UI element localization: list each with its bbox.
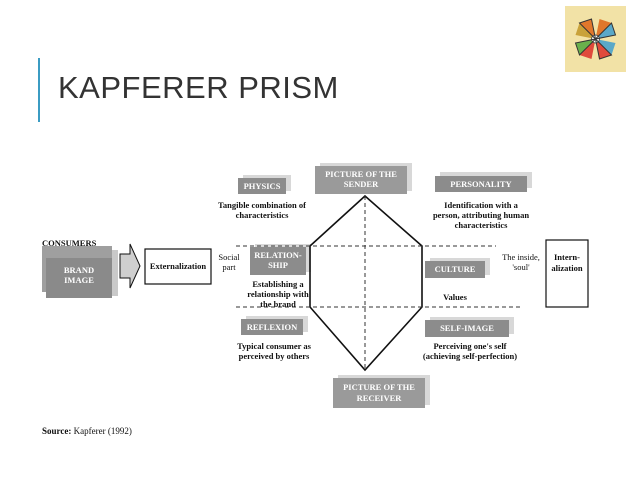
reflexion-label: REFLEXION bbox=[246, 322, 298, 332]
source-text: Kapferer (1992) bbox=[73, 426, 132, 436]
picture-sender-label-line2: SENDER bbox=[343, 179, 379, 189]
relationship-desc-line2: relationship with bbox=[247, 289, 309, 299]
source-label: Source: bbox=[42, 426, 72, 436]
culture-desc: Values bbox=[443, 292, 467, 302]
internalization-line1: Intern- bbox=[554, 252, 580, 262]
brand-image-line1: BRAND bbox=[63, 265, 95, 275]
reflexion-desc-line2: perceived by others bbox=[238, 351, 310, 361]
self-image-desc-line1: Perceiving one's self bbox=[433, 341, 507, 351]
personality-desc-line2: person, attributing human bbox=[432, 210, 530, 220]
consumers-label: CONSUMERS bbox=[42, 238, 97, 248]
picture-receiver-label-line1: PICTURE OF THE bbox=[343, 382, 415, 392]
brand-image-line2: IMAGE bbox=[64, 275, 94, 285]
social-part-line2: part bbox=[222, 262, 236, 272]
accent-bar bbox=[38, 58, 40, 122]
personality-label: PERSONALITY bbox=[450, 179, 512, 189]
source-citation: Source: Kapferer (1992) bbox=[42, 426, 132, 436]
prism-hexagon bbox=[309, 194, 423, 372]
relationship-desc-line3: the brand bbox=[260, 299, 296, 309]
personality-desc-line1: Identification with a bbox=[444, 200, 518, 210]
relationship-desc-line1: Establishing a bbox=[252, 279, 304, 289]
label-boxes bbox=[238, 163, 532, 408]
prism-dashed-lines bbox=[236, 196, 520, 370]
physics-desc-line2: characteristics bbox=[235, 210, 289, 220]
inside-soul-line2: 'soul' bbox=[512, 262, 530, 272]
slide-title: KAPFERER PRISM bbox=[58, 70, 339, 105]
relationship-label-line1: RELATION- bbox=[254, 250, 302, 260]
picture-receiver-label-line2: RECEIVER bbox=[356, 393, 402, 403]
culture-label: CULTURE bbox=[434, 264, 476, 274]
personality-desc-line3: characteristics bbox=[454, 220, 508, 230]
externalization-label: Externalization bbox=[149, 261, 207, 271]
physics-label: PHYSICS bbox=[243, 181, 281, 191]
internalization-box bbox=[545, 239, 589, 308]
self-image-label: SELF-IMAGE bbox=[440, 323, 494, 333]
colorful-pinwheel-logo-icon bbox=[565, 6, 626, 72]
self-image-desc-line2: (achieving self-perfection) bbox=[422, 351, 518, 361]
relationship-label-line2: SHIP bbox=[268, 260, 288, 270]
physics-desc-line1: Tangible combination of bbox=[217, 200, 306, 210]
picture-sender-label-line1: PICTURE OF THE bbox=[325, 169, 397, 179]
externalization-arrow bbox=[119, 243, 141, 289]
consumers-stack bbox=[42, 246, 118, 298]
externalization-box bbox=[144, 248, 212, 285]
inside-soul-line1: The inside, bbox=[502, 252, 540, 262]
reflexion-desc-line1: Typical consumer as bbox=[237, 341, 311, 351]
social-part-line1: Social bbox=[218, 252, 240, 262]
internalization-line2: alization bbox=[551, 263, 583, 273]
